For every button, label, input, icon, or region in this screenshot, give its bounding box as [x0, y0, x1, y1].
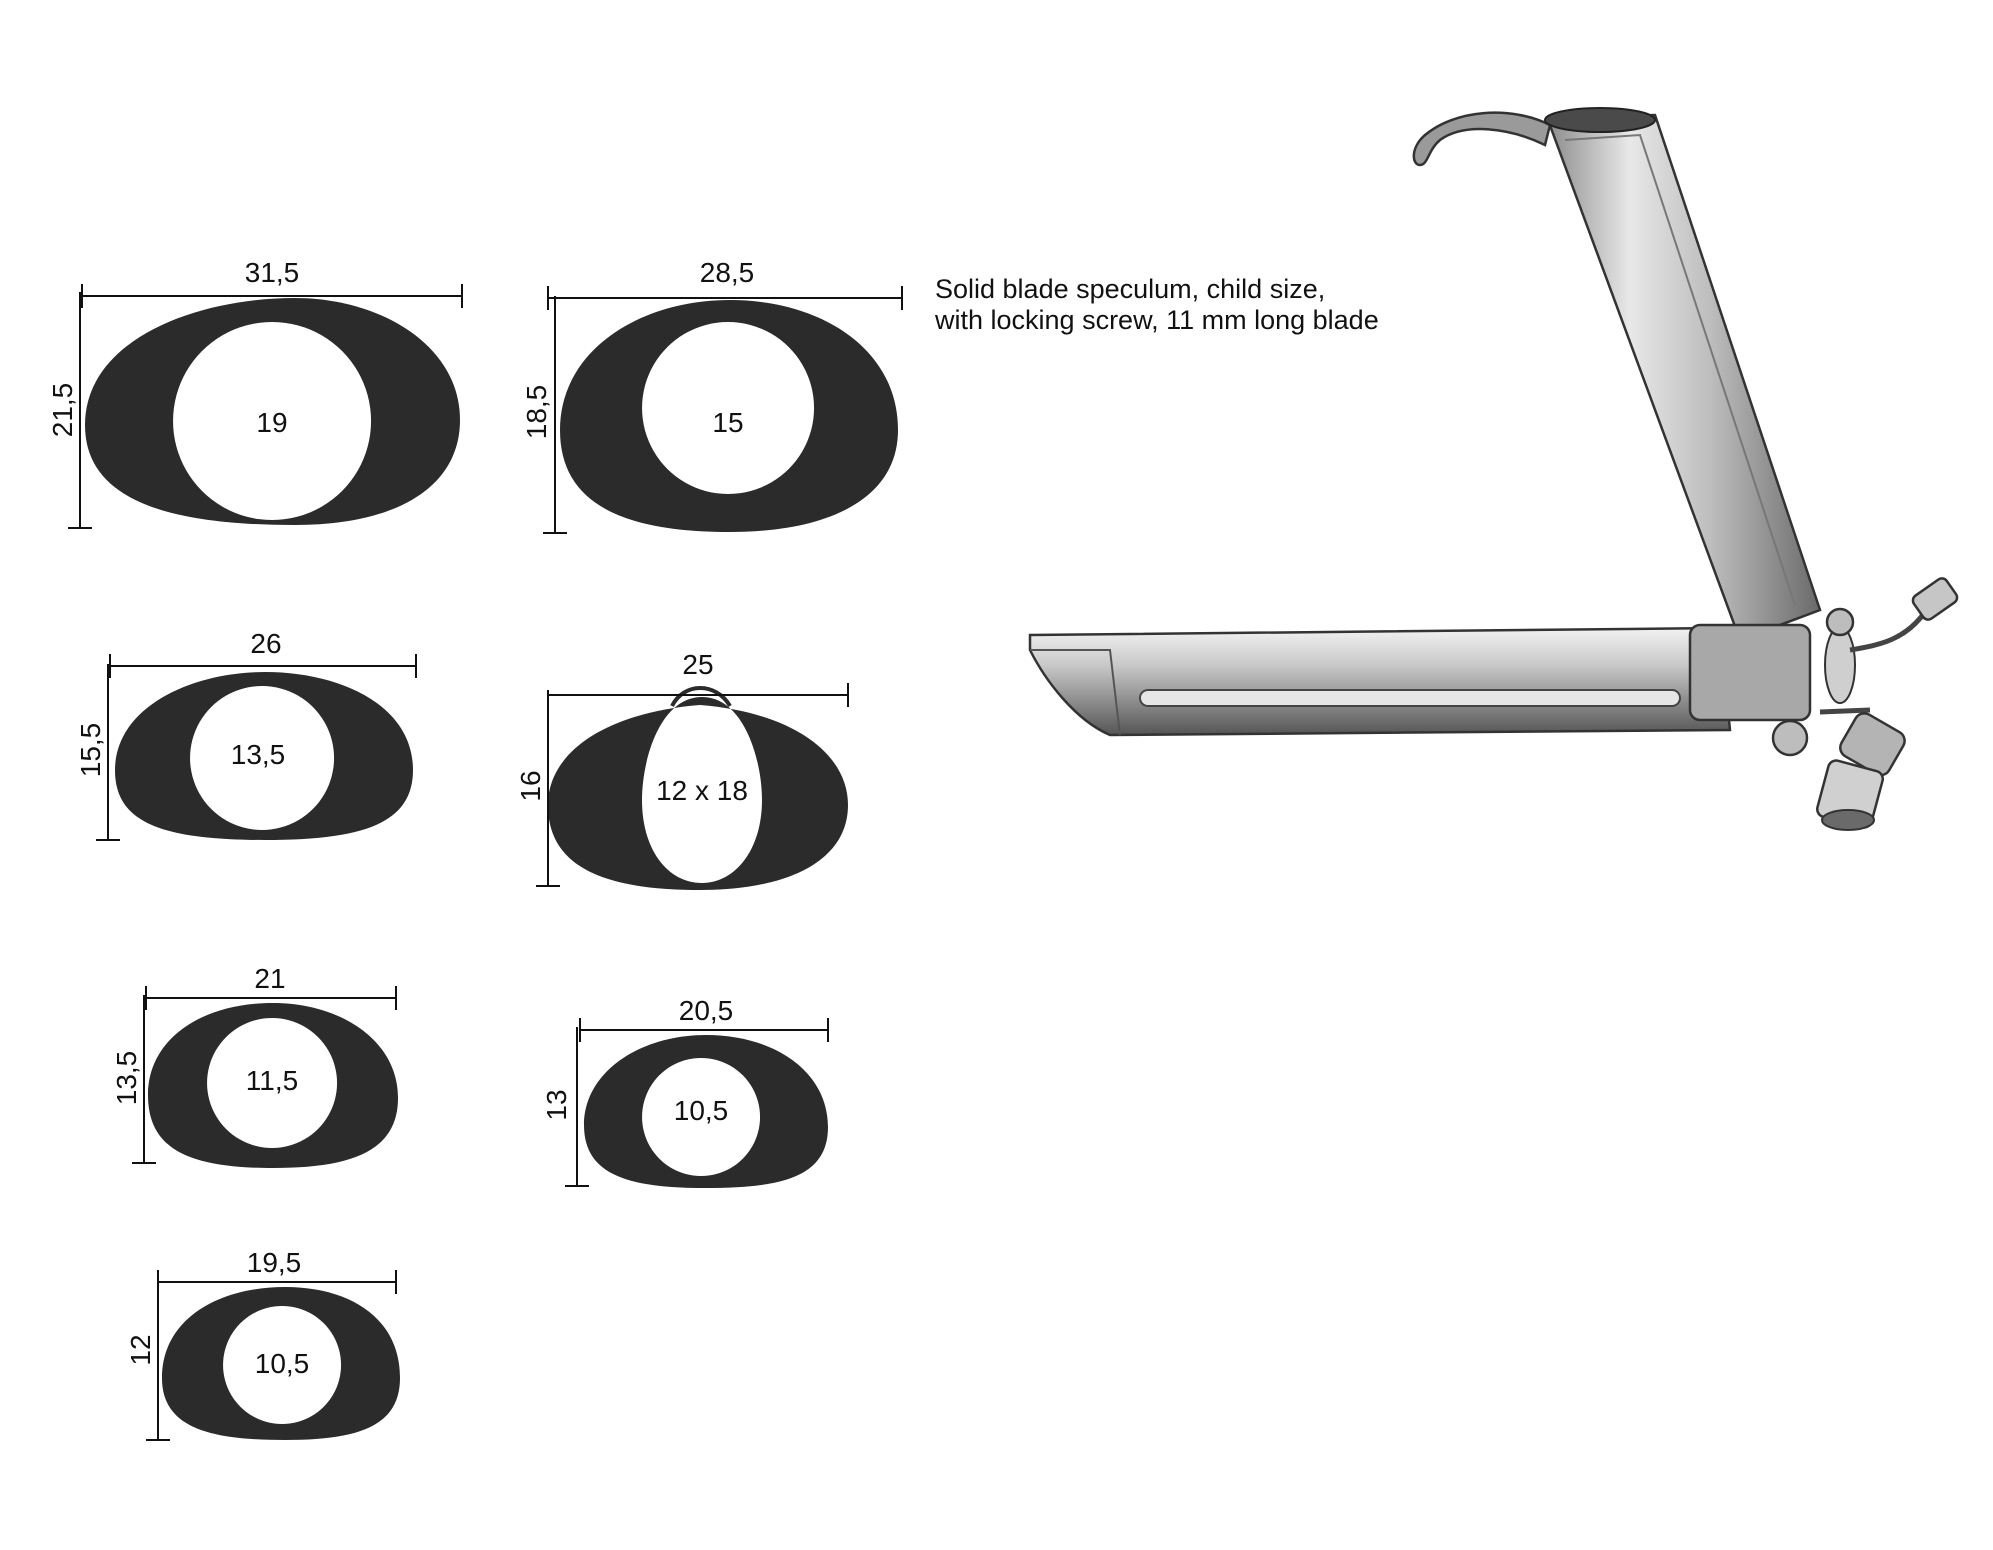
speculum-hinge: [1688, 623, 1812, 722]
profile-5-shape: [148, 1003, 398, 1168]
profile-2: 28,5 18,5 15: [521, 257, 903, 534]
profile-5-height-label: 13,5: [111, 1051, 142, 1106]
profile-1-bore-label: 19: [256, 407, 287, 438]
profile-1: 31,5 21,5 19: [47, 257, 463, 529]
profile-2-bore-label: 15: [712, 407, 743, 438]
profile-2-shape: [560, 300, 898, 532]
speculum-hook: [1412, 111, 1552, 167]
profile-6-width-label: 20,5: [679, 995, 734, 1026]
description-line-2: with locking screw, 11 mm long blade: [935, 305, 1379, 335]
profile-7: 19,5 12 10,5: [125, 1247, 400, 1441]
profile-4-width-label: 25: [682, 649, 713, 680]
profile-7-width-label: 19,5: [247, 1247, 302, 1278]
profile-4-top-loop: [670, 686, 732, 708]
profile-1-height-label: 21,5: [47, 383, 78, 438]
profile-7-height-label: 12: [125, 1334, 156, 1365]
profile-3-shape: [115, 672, 413, 840]
description-line-1: Solid blade speculum, child size,: [935, 274, 1326, 304]
profile-3-height-label: 15,5: [75, 723, 106, 778]
locking-screw: [1771, 719, 1809, 757]
profile-6-bore-label: 10,5: [674, 1095, 729, 1126]
profile-5-width-label: 21: [254, 963, 285, 994]
profile-5: 21 13,5 11,5: [111, 963, 398, 1168]
profile-3-bore-label: 13,5: [231, 739, 286, 770]
profile-1-shape: [85, 298, 460, 525]
profile-7-bore-label: 10,5: [255, 1348, 310, 1379]
product-description: Solid blade speculum, child size, with l…: [935, 274, 1379, 336]
profile-6: 20,5 13 10,5: [541, 995, 829, 1188]
profile-7-shape: [162, 1287, 400, 1440]
speculum-illustration: [1028, 107, 1959, 831]
profile-1-width-label: 31,5: [245, 257, 300, 288]
speculum-blade: [1028, 626, 1732, 737]
profile-2-width-label: 28,5: [700, 257, 755, 288]
profile-5-bore-label: 11,5: [246, 1065, 298, 1096]
profile-4: 25 16 12 x 18: [515, 649, 849, 890]
profile-4-height-label: 16: [515, 770, 546, 801]
profile-6-shape: [584, 1035, 828, 1188]
profile-6-height-label: 13: [541, 1089, 572, 1120]
profile-3-width-label: 26: [250, 628, 281, 659]
profile-3: 26 15,5 13,5: [75, 628, 417, 841]
speculum-handle: [1546, 113, 1822, 642]
profile-4-bore-label: 12 x 18: [656, 775, 748, 806]
profile-2-height-label: 18,5: [521, 385, 552, 440]
profile-4-shape: [548, 697, 848, 890]
